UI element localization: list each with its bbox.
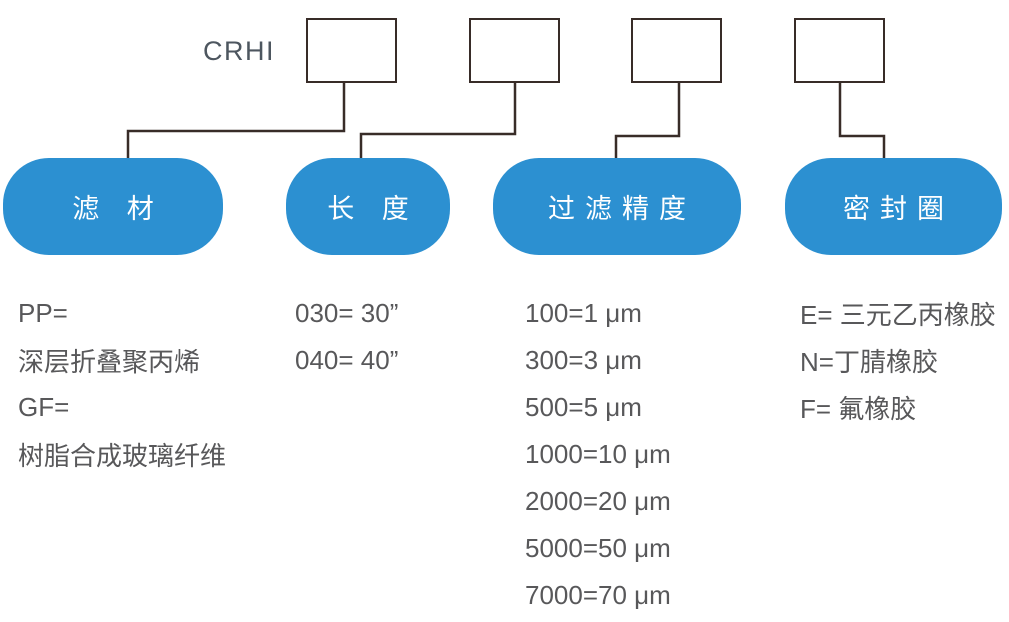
option-line: 2000=20 μm	[525, 486, 671, 516]
option-line: 030= 30”	[295, 298, 399, 328]
option-line: 深层折叠聚丙烯	[18, 347, 201, 377]
pill-filter-material: 滤 材	[3, 158, 223, 255]
option-line: 100=1 μm	[525, 298, 642, 328]
option-line: 5000=50 μm	[525, 533, 671, 563]
option-line: 300=3 μm	[525, 345, 642, 375]
connector-filtration-rating	[614, 83, 681, 158]
options-filtration-rating: 100=1 μm 300=3 μm 500=5 μm 1000=10 μm 20…	[525, 290, 671, 619]
code-box-filtration-rating	[631, 18, 722, 83]
options-filter-material: PP= 深层折叠聚丙烯 GF= 树脂合成玻璃纤维	[18, 290, 226, 478]
pill-length-label: 长 度	[327, 194, 419, 224]
code-box-length	[469, 18, 560, 83]
connector-length	[359, 83, 517, 158]
pill-seal-ring-label: 密封圈	[843, 194, 954, 224]
option-line: 500=5 μm	[525, 392, 642, 422]
code-prefix-label: CRHI	[203, 36, 275, 66]
pill-filtration-rating-label: 过滤精度	[548, 194, 696, 224]
code-box-seal-ring	[794, 18, 885, 83]
code-box-filter-material	[306, 18, 397, 83]
pill-filter-material-label: 滤 材	[72, 194, 164, 224]
connector-seal-ring	[838, 83, 886, 158]
options-seal-ring: E= 三元乙丙橡胶 N=丁腈橡胶 F= 氟橡胶	[800, 290, 996, 431]
option-line: 1000=10 μm	[525, 439, 671, 469]
pill-length: 长 度	[286, 158, 450, 255]
option-line: 7000=70 μm	[525, 580, 671, 610]
option-line: 树脂合成玻璃纤维	[18, 441, 227, 471]
connector-filter-material	[126, 83, 346, 158]
pill-filtration-rating: 过滤精度	[493, 158, 741, 255]
option-line: F= 氟橡胶	[800, 394, 917, 424]
options-length: 030= 30” 040= 40”	[295, 290, 398, 384]
option-line: E= 三元乙丙橡胶	[800, 300, 996, 330]
option-line: 040= 40”	[295, 345, 399, 375]
pill-seal-ring: 密封圈	[785, 158, 1002, 255]
option-line: N=丁腈橡胶	[800, 347, 938, 377]
option-line: GF=	[18, 392, 70, 422]
option-line: PP=	[18, 298, 68, 328]
